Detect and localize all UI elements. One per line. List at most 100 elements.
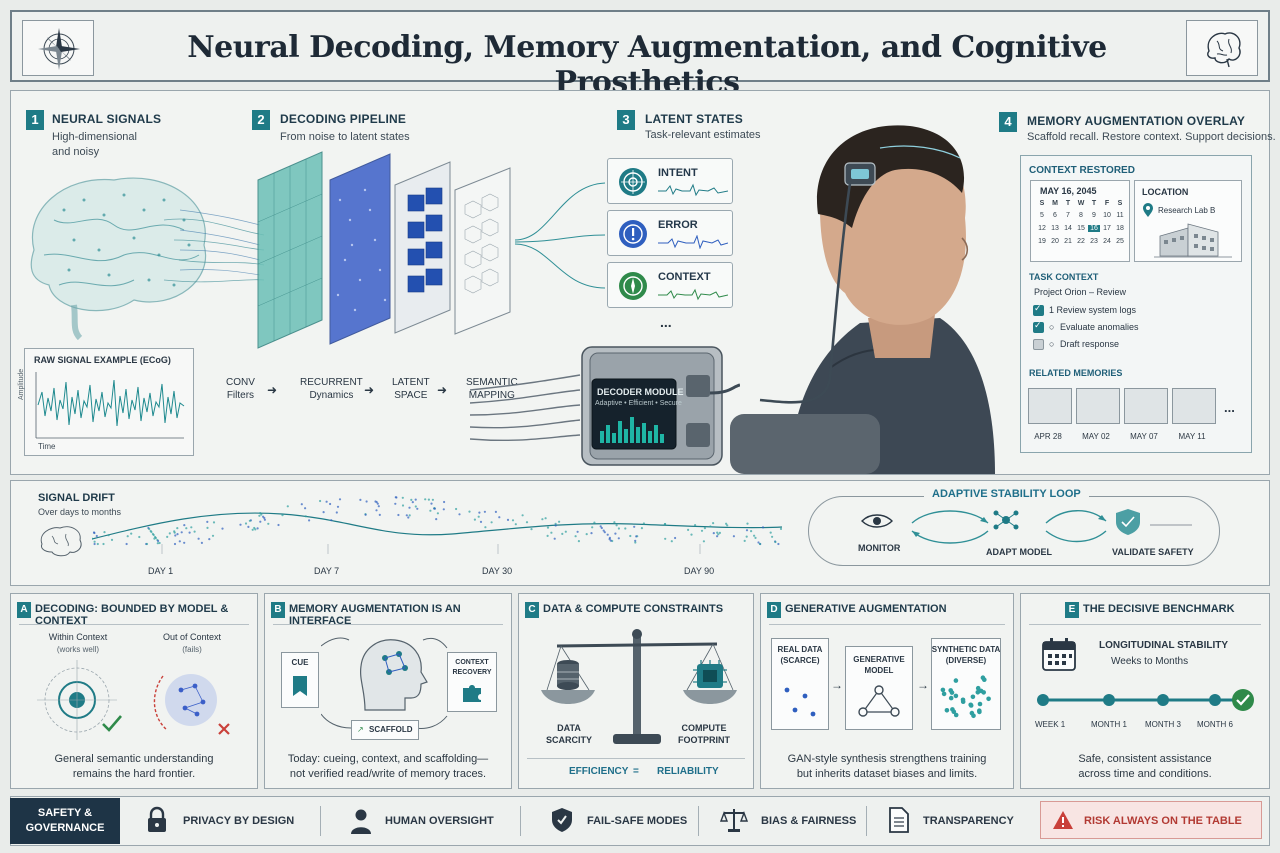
memory-thumbnail[interactable] bbox=[1076, 388, 1120, 424]
drift-point bbox=[577, 540, 580, 543]
drift-point bbox=[603, 531, 606, 534]
drift-point bbox=[769, 531, 772, 534]
drift-point bbox=[254, 528, 257, 531]
context-targets bbox=[37, 660, 230, 740]
drift-point bbox=[718, 531, 722, 534]
within-context-label: Within Context bbox=[48, 632, 108, 642]
cycle-arrows bbox=[321, 637, 448, 729]
calendar-day[interactable]: 8 bbox=[1079, 212, 1083, 219]
panel-title: THE DECISIVE BENCHMARK bbox=[1083, 603, 1235, 615]
memory-thumbnail[interactable] bbox=[1172, 388, 1216, 424]
governance-item: HUMAN OVERSIGHT bbox=[385, 815, 494, 827]
calendar-day[interactable]: 24 bbox=[1103, 238, 1111, 245]
checkbox-checked[interactable] bbox=[1033, 305, 1044, 316]
separator bbox=[698, 806, 699, 836]
drift-point bbox=[325, 500, 328, 503]
drift-point bbox=[410, 498, 413, 501]
drift-point bbox=[174, 534, 177, 537]
drift-point bbox=[664, 537, 667, 540]
drift-point bbox=[150, 530, 153, 534]
calendar-day[interactable]: 7 bbox=[1066, 212, 1070, 219]
calendar-day[interactable]: 22 bbox=[1077, 238, 1085, 245]
compass-target-icon bbox=[619, 272, 647, 300]
drift-point bbox=[168, 532, 171, 535]
drift-point bbox=[726, 524, 729, 527]
calendar-day[interactable]: 16 bbox=[1088, 225, 1100, 232]
drift-point bbox=[617, 527, 621, 530]
drift-point bbox=[263, 518, 266, 521]
synthetic-point bbox=[948, 695, 954, 701]
calendar-day[interactable]: 23 bbox=[1090, 238, 1098, 245]
check-icon bbox=[102, 715, 122, 732]
drift-point bbox=[479, 520, 483, 523]
amplitude-label: Amplitude bbox=[18, 368, 25, 400]
drift-point bbox=[490, 521, 493, 524]
drift-point bbox=[157, 539, 160, 543]
calendar-day[interactable]: 19 bbox=[1038, 238, 1046, 245]
drift-point bbox=[95, 534, 98, 538]
drift-point bbox=[725, 522, 728, 525]
calendar-day[interactable]: 15 bbox=[1077, 225, 1085, 232]
section-1-title: NEURAL SIGNALS bbox=[52, 112, 162, 126]
calendar-day[interactable]: 17 bbox=[1103, 225, 1111, 232]
drift-point bbox=[93, 542, 96, 546]
drift-point bbox=[256, 527, 259, 530]
drift-point bbox=[561, 532, 564, 535]
brain-icon bbox=[1207, 32, 1241, 68]
calendar-day[interactable]: 11 bbox=[1116, 212, 1124, 219]
calendar-day[interactable]: 13 bbox=[1051, 225, 1059, 232]
drift-point bbox=[414, 498, 417, 501]
drift-point bbox=[703, 527, 707, 530]
eye-icon bbox=[861, 514, 893, 528]
calendar-day[interactable]: 10 bbox=[1103, 212, 1111, 219]
calendar-day[interactable]: 12 bbox=[1038, 225, 1046, 232]
equals-label: = bbox=[633, 766, 639, 777]
calendar-day[interactable]: 20 bbox=[1051, 238, 1059, 245]
calendar-day[interactable]: 5 bbox=[1040, 212, 1044, 219]
drift-point bbox=[408, 514, 411, 517]
drift-point bbox=[336, 505, 340, 508]
calendar-day[interactable]: 25 bbox=[1116, 238, 1124, 245]
drift-point bbox=[477, 515, 480, 518]
out-context-sub: (fails) bbox=[182, 645, 202, 654]
separator bbox=[866, 806, 867, 836]
memory-thumbnail[interactable] bbox=[1028, 388, 1072, 424]
drift-point bbox=[602, 529, 605, 532]
memory-thumbnail[interactable] bbox=[1124, 388, 1168, 424]
drift-point bbox=[732, 535, 736, 538]
calendar-day[interactable]: 14 bbox=[1064, 225, 1072, 232]
drift-point bbox=[401, 496, 404, 499]
calendar-day[interactable]: 18 bbox=[1116, 225, 1124, 232]
panel-e: E THE DECISIVE BENCHMARK LONGITUDINAL ST… bbox=[1020, 593, 1270, 789]
task-context-label: TASK CONTEXT bbox=[1029, 272, 1099, 282]
drift-point bbox=[152, 533, 155, 537]
memory-date: MAY 11 bbox=[1178, 432, 1206, 441]
synthetic-point bbox=[986, 696, 991, 702]
drift-point bbox=[455, 507, 458, 511]
drift-point bbox=[634, 541, 637, 544]
brain-emblem bbox=[1186, 20, 1258, 76]
drift-point bbox=[221, 527, 224, 530]
calendar-day[interactable]: 9 bbox=[1092, 212, 1096, 219]
drift-point bbox=[267, 522, 270, 525]
alert-icon bbox=[619, 220, 647, 248]
calendar-day[interactable]: 21 bbox=[1064, 238, 1072, 245]
drift-point bbox=[193, 530, 196, 533]
synthetic-point bbox=[981, 690, 986, 695]
drift-point bbox=[478, 511, 481, 514]
drift-day-label: DAY 30 bbox=[482, 566, 513, 576]
drift-point bbox=[600, 526, 603, 530]
calendar-day[interactable]: 6 bbox=[1053, 212, 1057, 219]
decoding-pipeline-layers bbox=[180, 151, 606, 349]
drift-point bbox=[375, 509, 378, 512]
document-icon bbox=[889, 807, 909, 833]
drift-point bbox=[335, 511, 338, 514]
arrow-right-icon: ➜ bbox=[267, 383, 278, 397]
drift-point bbox=[506, 518, 510, 521]
checkbox-unchecked[interactable] bbox=[1033, 339, 1044, 350]
drift-point bbox=[468, 510, 471, 513]
network-icon bbox=[858, 685, 900, 717]
drift-point bbox=[609, 539, 612, 542]
checkbox-checked[interactable] bbox=[1033, 322, 1044, 333]
related-memories-label: RELATED MEMORIES bbox=[1029, 368, 1123, 378]
